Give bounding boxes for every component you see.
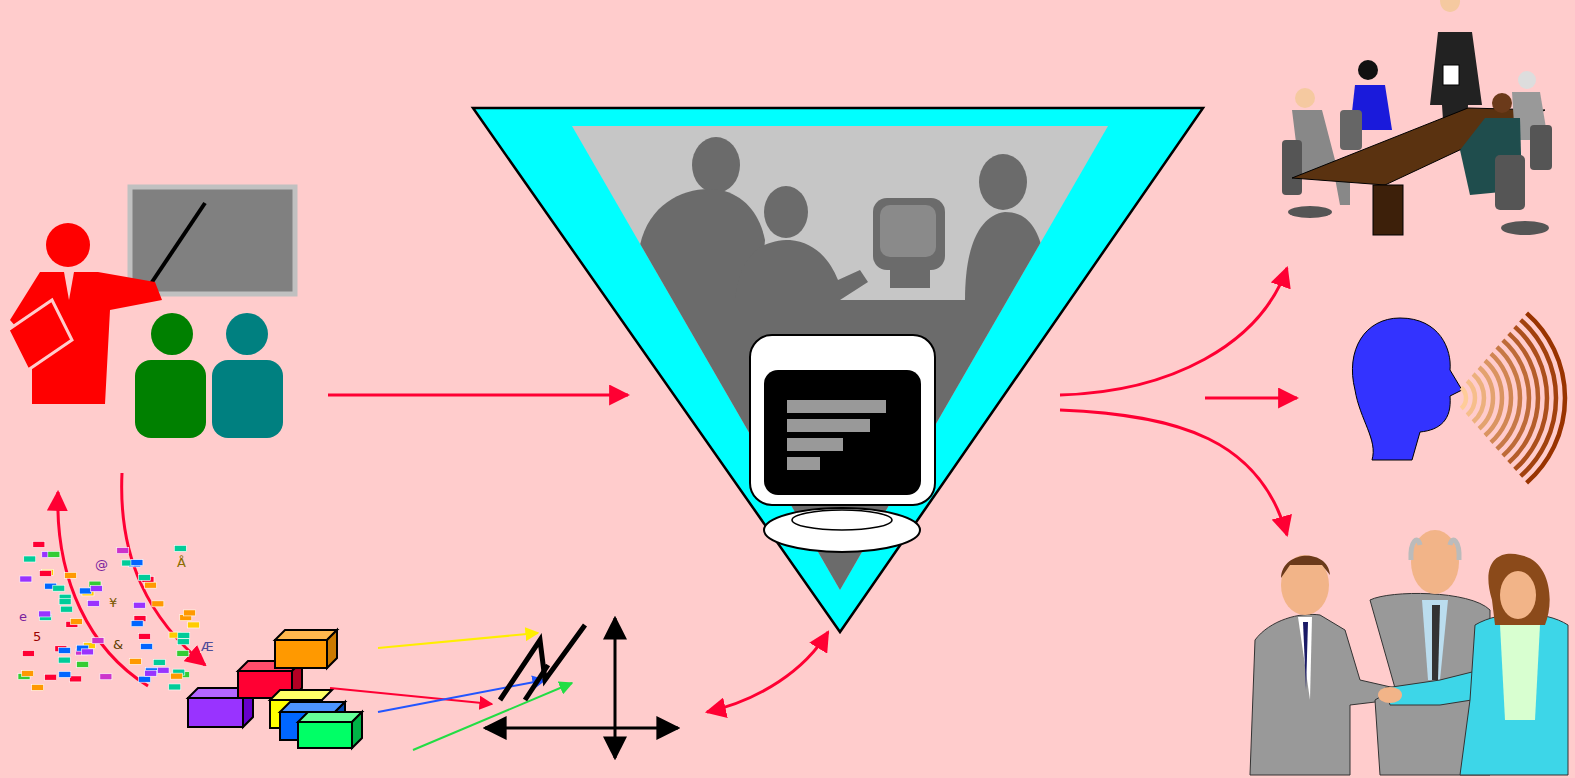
sound-wave [1461,387,1466,408]
data-block [58,647,70,653]
data-block [129,658,141,664]
data-block [188,622,200,628]
glyph-label: e [18,610,28,623]
data-block [24,556,36,562]
data-scatter [18,541,200,690]
data-block [20,576,32,582]
data-block [53,585,65,591]
data-block [100,674,112,680]
data-block [92,638,104,644]
data-block [157,667,169,673]
data-block [133,602,145,608]
sound-wave [1479,367,1493,429]
data-block [169,684,181,690]
sound-wave [1485,360,1502,435]
sound-wave [1473,374,1484,422]
handshake-people [1250,530,1568,775]
data-block [70,676,82,682]
computer-triangle [473,108,1203,632]
data-block [33,541,45,547]
students [135,313,283,438]
data-block [79,588,91,594]
sound-wave [1467,381,1475,416]
data-block [171,673,183,679]
data-block [141,644,153,650]
data-block [22,650,34,656]
data-block [32,684,44,690]
flow-arrow [1060,268,1287,395]
data-block [90,586,102,592]
data-block [138,575,150,581]
data-block [152,601,164,607]
meeting-table [1282,0,1552,235]
glyph-label: 5 [32,630,42,643]
data-block [174,545,186,551]
glyph-label: Æ [200,640,215,653]
chart-axes [485,618,678,758]
data-block [48,551,60,557]
flow-arrow [707,632,828,712]
glyph-label: & [112,638,124,651]
data-block [87,600,99,606]
data-block [153,659,165,665]
data-block [77,661,89,667]
data-block [70,619,82,625]
glyph-label: @ [94,558,109,571]
speaking-head [1352,313,1565,483]
flow-arrow [58,492,148,686]
flow-arrow [328,394,628,397]
data-block [45,674,57,680]
glyph-label: ¥ [108,596,118,609]
flow-arrow [1205,397,1297,400]
data-block [65,572,77,578]
data-block [145,582,157,588]
data-block [117,548,129,554]
data-block [177,639,189,645]
data-block [22,671,34,677]
data-block [138,633,150,639]
data-block [145,670,157,676]
sound-wave [1491,354,1511,443]
data-block [61,606,73,612]
data-block [177,650,189,656]
data-block [59,599,71,605]
data-block [81,649,93,655]
data-block [139,676,151,682]
data-block [178,632,190,638]
flow-arrow [1060,410,1287,535]
monitor [750,335,935,552]
data-block [131,621,143,627]
data-block [39,611,51,617]
sound-wave [1497,347,1520,449]
sound-wave [1527,313,1565,483]
data-block [184,610,196,616]
data-block [59,671,71,677]
data-block [39,570,51,576]
data-block [131,560,143,566]
data-block [58,657,70,663]
glyph-label: Å [176,556,187,569]
sound-wave [1503,340,1529,456]
flow-arrow [122,473,205,665]
